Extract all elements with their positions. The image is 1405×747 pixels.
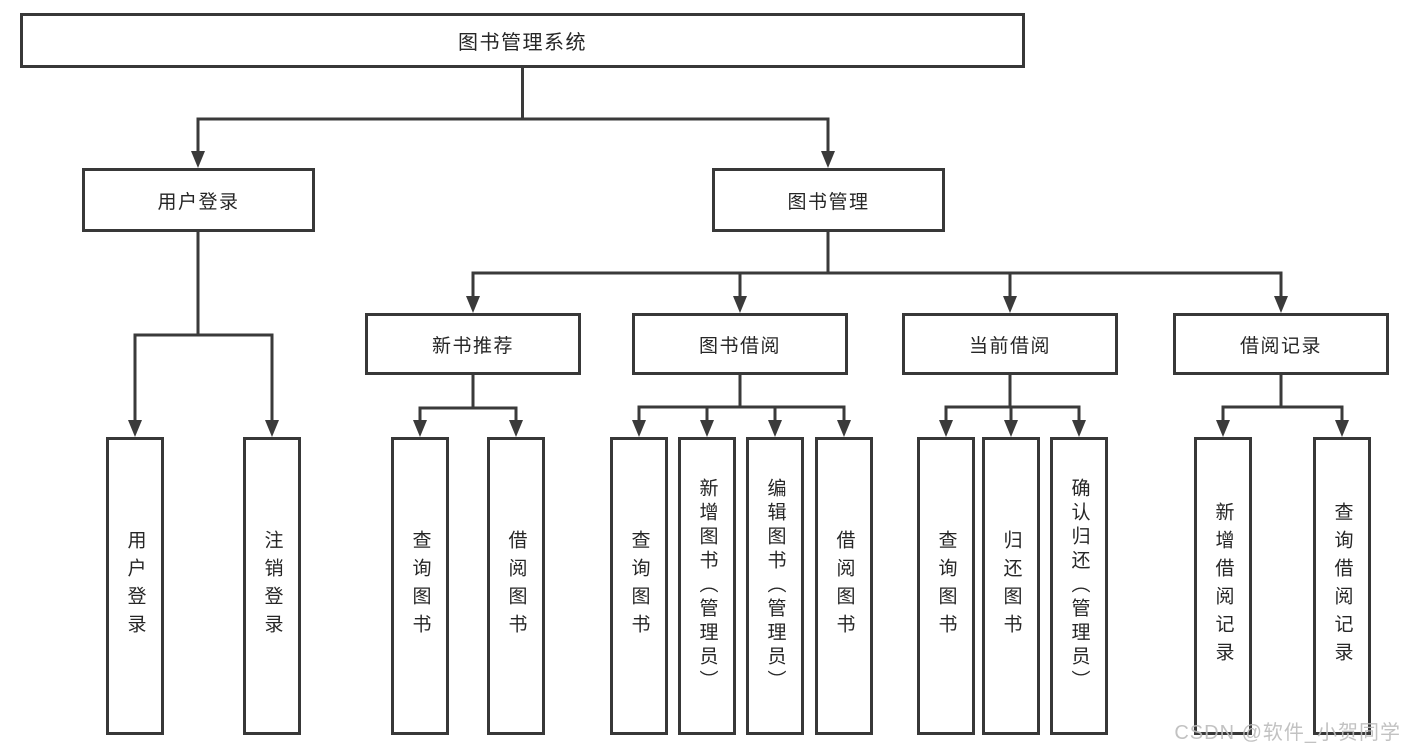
- csdn-watermark: CSDN @软件_小贺同学: [1174, 722, 1401, 744]
- leaf-logout: 注销登录: [243, 437, 301, 735]
- leaf-user-login: 用户登录: [106, 437, 164, 735]
- leaf-current-confirm-return-admin: 确认归还（管理员）: [1050, 437, 1108, 735]
- node-book-borrowing: 图书借阅: [632, 313, 848, 375]
- leaf-current-query-books: 查询图书: [917, 437, 975, 735]
- leaf-borrowing-borrow-books: 借阅图书: [815, 437, 873, 735]
- node-new-book-recommendation: 新书推荐: [365, 313, 581, 375]
- node-book-management: 图书管理: [712, 168, 945, 232]
- leaf-borrowing-edit-books-admin: 编辑图书（管理员）: [746, 437, 804, 735]
- leaf-newbook-borrow-books: 借阅图书: [487, 437, 545, 735]
- leaf-borrowing-add-books-admin: 新增图书（管理员）: [678, 437, 736, 735]
- node-borrowing-records: 借阅记录: [1173, 313, 1389, 375]
- node-library-management-system: 图书管理系统: [20, 13, 1025, 68]
- node-user-login: 用户登录: [82, 168, 315, 232]
- leaf-borrowing-query-books: 查询图书: [610, 437, 668, 735]
- node-current-borrowing: 当前借阅: [902, 313, 1118, 375]
- leaf-records-query-borrow-record: 查询借阅记录: [1313, 437, 1371, 735]
- leaf-newbook-query-books: 查询图书: [391, 437, 449, 735]
- leaf-current-return-books: 归还图书: [982, 437, 1040, 735]
- leaf-records-add-borrow-record: 新增借阅记录: [1194, 437, 1252, 735]
